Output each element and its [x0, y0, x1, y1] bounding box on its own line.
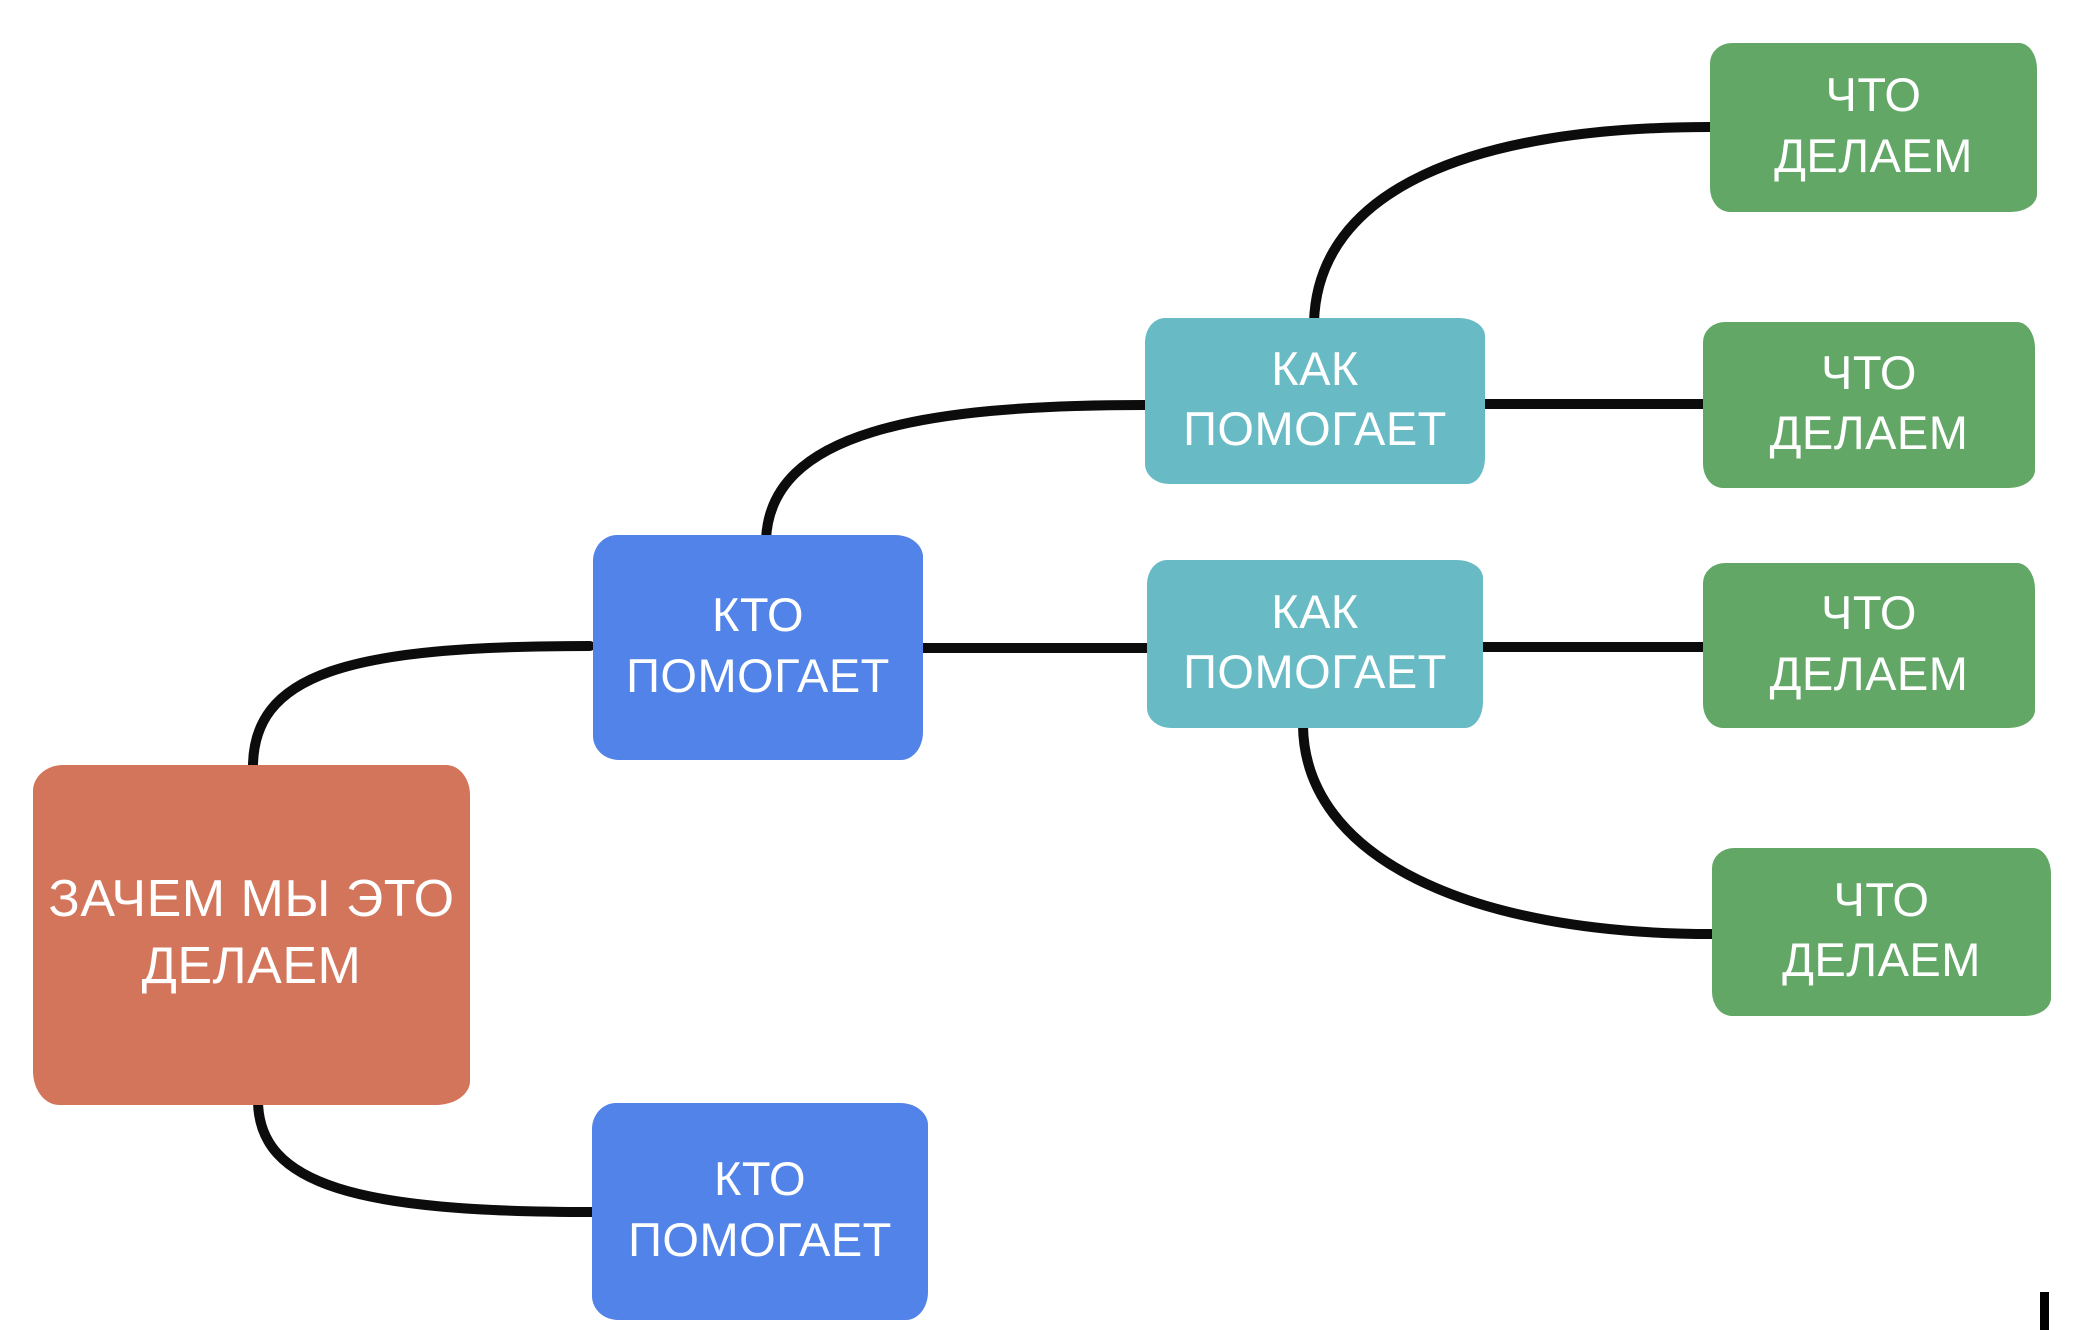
node-why-root-label: ЗАЧЕМ МЫ ЭТО ДЕЛАЕМ — [48, 870, 455, 995]
node-what-we-do-1-label: ЧТО ДЕЛАЕМ — [1774, 68, 1973, 182]
node-what-we-do-1[interactable]: ЧТО ДЕЛАЕМ — [1710, 43, 2037, 212]
node-what-we-do-4[interactable]: ЧТО ДЕЛАЕМ — [1712, 848, 2051, 1016]
node-what-we-do-2[interactable]: ЧТО ДЕЛАЕМ — [1703, 322, 2035, 488]
edge-root-to-who-top — [247, 641, 595, 777]
node-why-root[interactable]: ЗАЧЕМ МЫ ЭТО ДЕЛАЕМ — [33, 765, 470, 1105]
edge-root-to-who-bottom — [253, 1095, 597, 1217]
node-what-we-do-2-label: ЧТО ДЕЛАЕМ — [1769, 345, 1969, 459]
node-how-helps-upper-label: КАК ПОМОГАЕТ — [1183, 341, 1447, 455]
text-caret-mark — [2040, 1292, 2049, 1330]
node-how-helps-lower[interactable]: КАК ПОМОГАЕТ — [1147, 560, 1483, 728]
edge-how-lower-to-what-4 — [1298, 721, 1717, 939]
node-who-helps-bottom-label: КТО ПОМОГАЕТ — [628, 1152, 892, 1266]
node-what-we-do-3[interactable]: ЧТО ДЕЛАЕМ — [1703, 563, 2035, 728]
node-who-helps-bottom[interactable]: КТО ПОМОГАЕТ — [592, 1103, 928, 1320]
node-how-helps-upper[interactable]: КАК ПОМОГАЕТ — [1145, 318, 1485, 484]
node-who-helps-top[interactable]: КТО ПОМОГАЕТ — [593, 535, 923, 760]
edge-who-top-to-how-upper — [761, 400, 1150, 545]
edge-how-upper-to-what-1 — [1309, 122, 1715, 327]
node-who-helps-top-label: КТО ПОМОГАЕТ — [626, 588, 890, 702]
node-what-we-do-4-label: ЧТО ДЕЛАЕМ — [1782, 872, 1981, 986]
node-what-we-do-3-label: ЧТО ДЕЛАЕМ — [1769, 586, 1969, 700]
node-how-helps-lower-label: КАК ПОМОГАЕТ — [1183, 584, 1447, 698]
